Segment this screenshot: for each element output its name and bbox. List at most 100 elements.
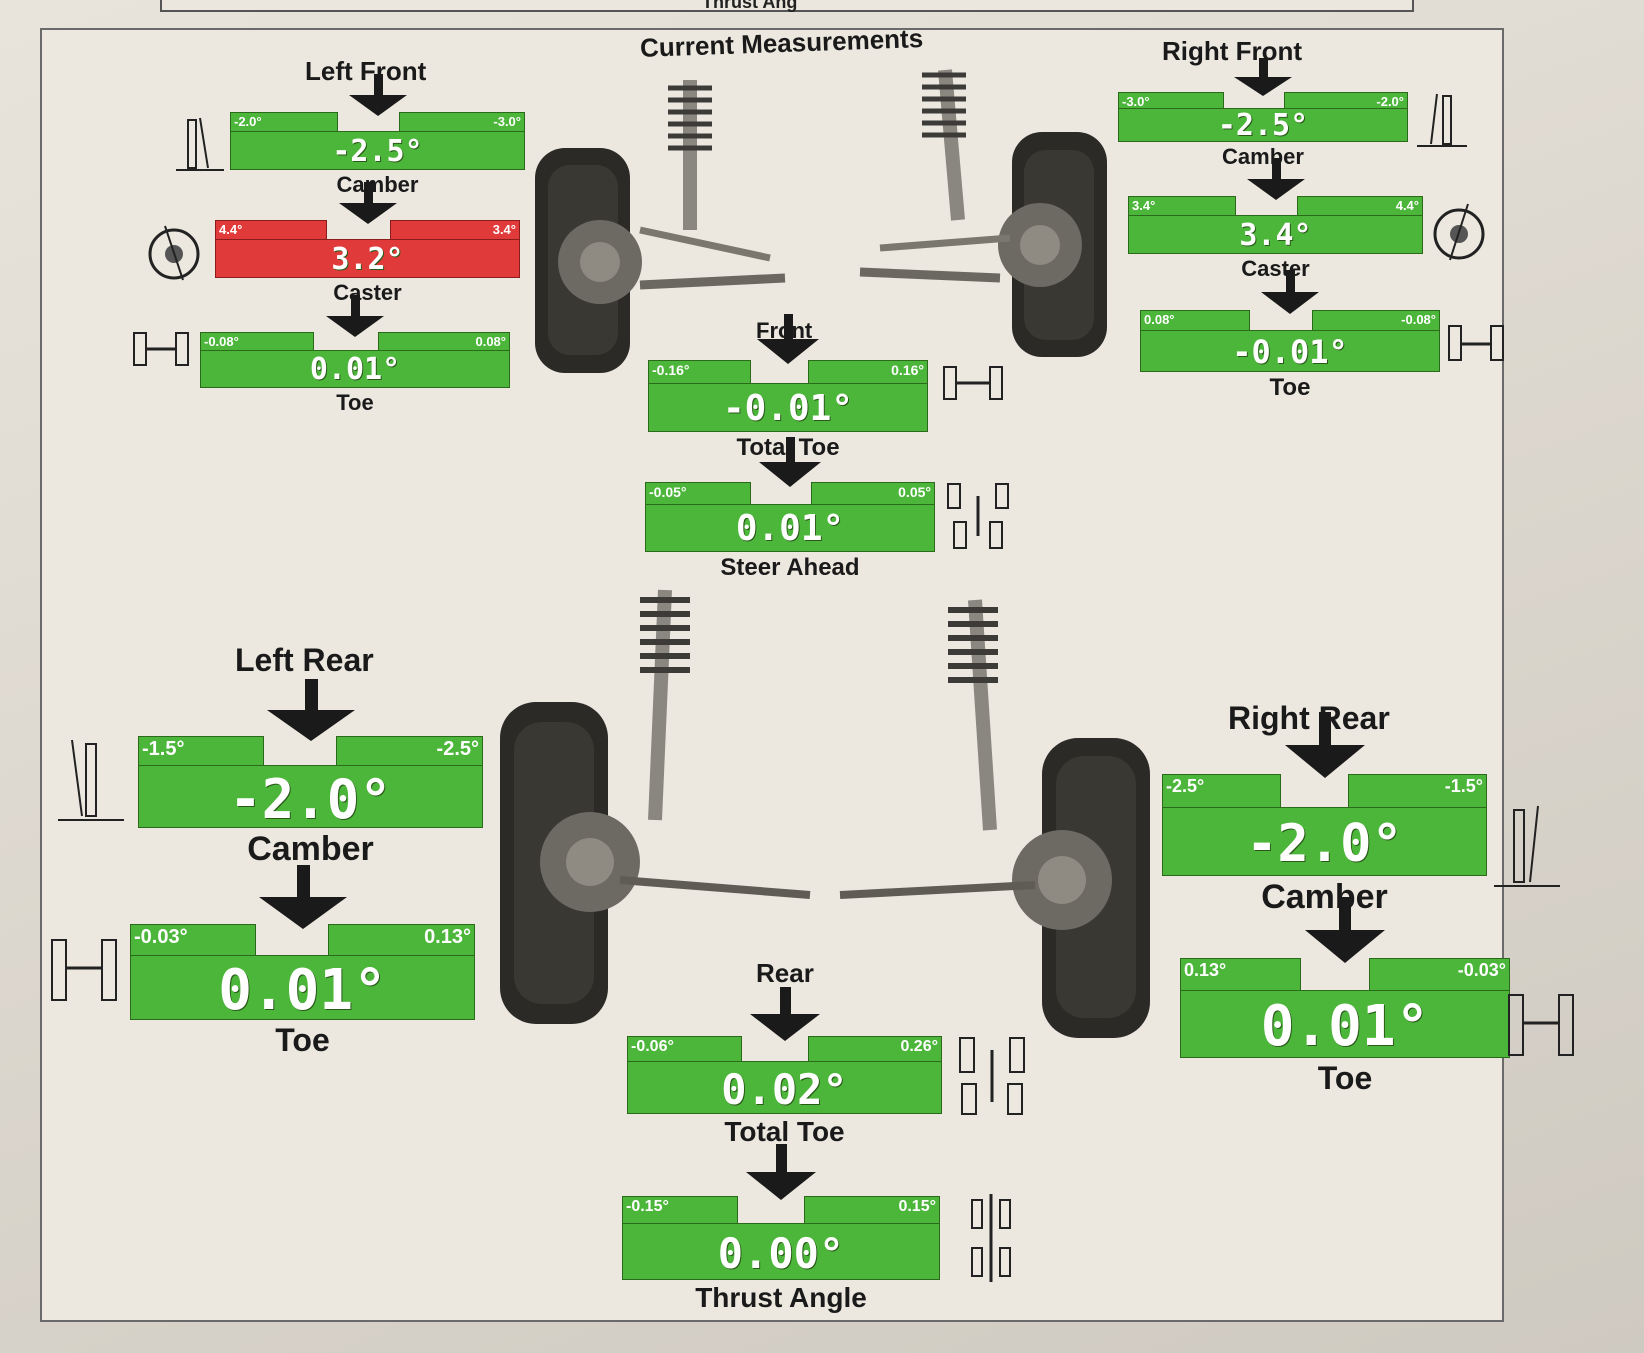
gauge-range-left <box>215 220 327 240</box>
gauge-caption: Toe <box>336 390 374 415</box>
gauge-range-right <box>1369 958 1510 991</box>
gauge-range-left <box>1162 774 1281 808</box>
gauge-max-limit: 0.15° <box>898 1198 936 1215</box>
gauge-max-limit: 0.13° <box>424 926 471 948</box>
front-total-toe-gauge: -0.16°0.16°-0.01°Total Toe <box>648 314 928 461</box>
gauge-max-limit: -2.5° <box>436 738 479 760</box>
gauge-max-limit: 0.16° <box>891 362 924 378</box>
gauge-value: -0.01° <box>1232 333 1348 371</box>
gauge-caption: Total Toe <box>724 1116 845 1147</box>
camber-icon <box>176 117 224 171</box>
gauge-value: 3.4° <box>1239 217 1312 253</box>
right-front-toe-gauge: 0.08°-0.08°-0.01°Toe <box>1140 270 1440 401</box>
front-right-strut-image <box>859 69 1011 283</box>
gauge-range-right <box>336 736 483 766</box>
top-strip: Thrust Ang <box>160 0 1414 12</box>
gauge-range-right <box>804 1196 940 1224</box>
gauge-value: 0.00° <box>717 1228 845 1278</box>
right-rear-camber-gauge: -2.5°-1.5°-2.0°Camber <box>1162 712 1487 916</box>
gauge-value: -2.0° <box>229 767 392 831</box>
right-rear-toe-gauge: 0.13°-0.03°0.01°Toe <box>1180 897 1510 1096</box>
gauge-min-limit: -3.0° <box>1122 94 1150 109</box>
front-right-wheel-image <box>998 132 1107 357</box>
gauge-caption: Caster <box>1241 256 1310 281</box>
right-rear-title: Right Rear <box>1228 700 1390 736</box>
gauge-caption: Caster <box>333 280 402 305</box>
gauge-bar <box>1162 807 1487 876</box>
gauge-range-left <box>627 1036 742 1062</box>
gauge-min-limit: -0.03° <box>134 926 188 948</box>
gauge-range-right <box>390 220 520 240</box>
toe-icon-right-front <box>1448 325 1504 361</box>
gauge-bar <box>622 1223 940 1280</box>
gauge-range-left <box>130 924 256 956</box>
gauge-max-limit: 0.08° <box>475 334 506 349</box>
rear-center-title: Rear <box>756 958 814 988</box>
gauge-bar <box>130 955 475 1020</box>
left-front-title: Left Front <box>305 56 427 86</box>
right-front-camber-gauge: -3.0°-2.0°-2.5°Camber <box>1118 58 1408 169</box>
gauge-range-right <box>378 332 510 351</box>
gauge-min-limit: -1.5° <box>142 738 185 760</box>
gauge-value: 0.02° <box>721 1064 848 1114</box>
gauge-value: -2.0° <box>1246 813 1403 874</box>
gauge-range-left <box>1128 196 1236 216</box>
gauge-bar <box>1128 215 1423 254</box>
gauge-bar <box>200 350 510 388</box>
toe-icon-left-rear <box>51 939 117 1001</box>
gauge-min-limit: -0.16° <box>652 362 690 378</box>
gauge-range-right <box>1284 92 1408 109</box>
rear-right-wheel-image <box>1012 738 1150 1038</box>
gauge-bar <box>648 383 928 432</box>
steer-ahead-icon <box>947 483 1009 549</box>
gauge-range-right <box>1312 310 1440 331</box>
left-rear-toe-gauge: -0.03°0.13°0.01°Toe <box>130 865 475 1058</box>
gauge-caption: Camber <box>247 830 374 868</box>
gauge-caption: Toe <box>1317 1060 1373 1096</box>
gauge-caption: Steer Ahead <box>720 554 860 581</box>
gauge-value: -0.01° <box>722 387 854 429</box>
gauge-caption: Camber <box>1222 144 1304 169</box>
gauge-range-left <box>200 332 314 351</box>
left-front-camber-gauge: -2.0°-3.0°-2.5°Camber <box>230 74 525 197</box>
gauge-range-right <box>811 482 935 505</box>
toe-icon-right-rear <box>1508 994 1574 1056</box>
rear-total-toe-icon <box>959 1037 1025 1115</box>
gauge-max-limit: -0.03° <box>1457 960 1506 980</box>
gauge-caption: Camber <box>1261 878 1388 916</box>
gauge-bar <box>138 765 483 828</box>
gauge-range-left <box>1118 92 1224 109</box>
right-front-caster-gauge: 3.4°4.4°3.4°Caster <box>1128 158 1423 281</box>
camber-icon-left-rear <box>58 739 124 821</box>
gauge-max-limit: 3.4° <box>492 222 516 237</box>
gauge-range-left <box>1180 958 1301 991</box>
gauge-bar <box>1118 108 1408 142</box>
gauge-value: 0.01° <box>1260 994 1430 1059</box>
gauge-min-limit: 0.08° <box>1144 312 1175 327</box>
gauge-bar <box>645 504 935 552</box>
gauge-range-right <box>1348 774 1487 808</box>
gauge-max-limit: 0.26° <box>900 1038 938 1055</box>
gauge-min-limit: 3.4° <box>1132 198 1156 213</box>
gauge-min-limit: -0.08° <box>204 334 239 349</box>
front-left-strut-image <box>639 80 786 290</box>
gauge-min-limit: 4.4° <box>219 222 243 237</box>
right-front-title: Right Front <box>1162 36 1303 66</box>
toe-icon <box>133 332 189 366</box>
gauge-range-left <box>622 1196 738 1224</box>
rear-left-strut-image <box>619 589 811 899</box>
caster-icon <box>148 225 200 281</box>
gauge-range-left <box>138 736 264 766</box>
rear-right-strut-image <box>839 599 1036 899</box>
gauge-min-limit: -0.05° <box>649 484 687 500</box>
front-left-wheel-image <box>535 148 642 373</box>
rear-left-wheel-image <box>500 702 640 1024</box>
gauge-caption: Toe <box>275 1022 330 1058</box>
gauge-caption: Toe <box>1269 374 1311 401</box>
gauge-range-right <box>328 924 475 956</box>
gauge-min-limit: -0.15° <box>626 1198 669 1215</box>
total-toe-icon <box>943 366 1003 400</box>
gauge-range-right <box>399 112 525 132</box>
gauge-bar <box>215 239 520 278</box>
